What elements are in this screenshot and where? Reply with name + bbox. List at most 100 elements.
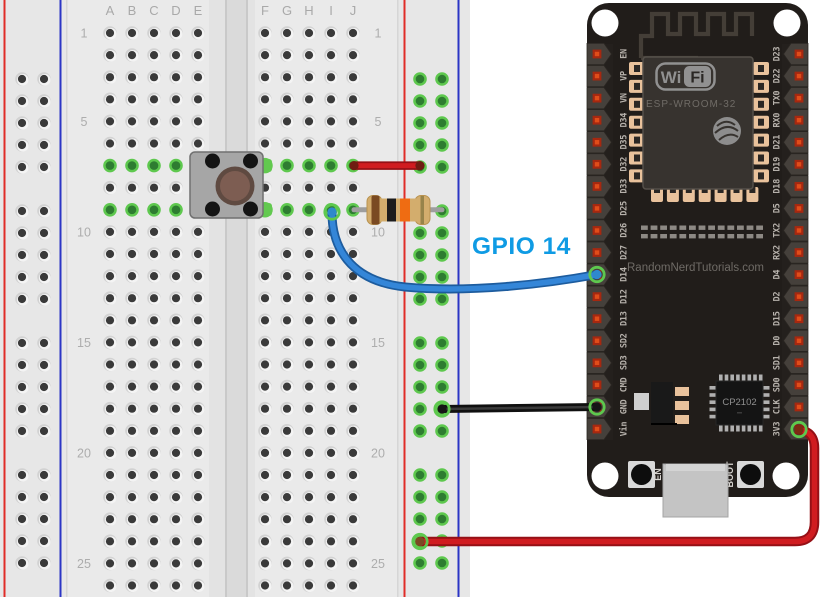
wire-end-cap [437,404,447,414]
breadboard-hole [15,336,29,350]
usb-connector [662,463,729,518]
pin-left-Vin[interactable] [586,418,612,441]
pin-right-D18[interactable] [783,175,809,198]
breadboard-hole [258,136,272,151]
pin-right-TX0[interactable] [783,87,809,110]
breadboard-hole [147,92,161,107]
pin-left-D12[interactable] [586,285,612,308]
pin-left-EN[interactable] [586,43,612,65]
pin-left-D32[interactable] [586,153,612,176]
breadboard-hole [15,138,29,152]
breadboard-hole [147,468,161,482]
connection-ring [588,265,606,284]
breadboard-hole [37,226,51,240]
resistor-band-brown [371,195,380,225]
row-number-right: 25 [371,557,385,571]
breadboard-hole [125,313,139,328]
breadboard-hole [302,401,316,416]
resistor[interactable] [351,195,445,225]
breadboard-hole [302,48,316,62]
column-letter: B [128,3,137,18]
breadboard-hole [103,379,117,394]
breadboard-hole-connected [147,158,161,173]
pin-left-D26[interactable] [586,219,612,242]
breadboard-hole-connected [169,203,183,217]
breadboard-hole-connected [413,248,427,262]
breadboard-hole-connected [413,512,427,526]
breadboard-hole [346,291,360,306]
pin-left-CMD[interactable] [586,373,612,396]
pin-left-SD3[interactable] [586,351,612,374]
breadboard-hole [280,180,294,195]
breadboard-hole [103,225,117,239]
breadboard-hole [37,138,51,152]
breadboard-hole [346,180,360,195]
pin-right-D15[interactable] [783,307,809,330]
pin-right-D5[interactable] [783,197,809,220]
pin-right-RX0[interactable] [783,109,809,132]
button-cap[interactable] [220,171,250,201]
breadboard-hole [258,357,272,372]
breadboard-hole [191,401,205,416]
breadboard-hole [125,401,139,416]
breadboard-hole [169,424,183,438]
breadboard-hole [147,70,161,84]
pin-right-SD1[interactable] [783,351,809,374]
pin-right-D22[interactable] [783,65,809,88]
breadboard-hole [280,578,294,593]
breadboard-hole [258,424,272,438]
breadboard-hole [125,291,139,306]
boot-button-label: BOOT [725,461,735,488]
pin-left-D33[interactable] [586,175,612,198]
breadboard-hole [147,247,161,261]
boot-button[interactable]: BOOT [725,461,764,488]
pin-right-D4[interactable] [783,263,809,286]
en-button[interactable]: EN [628,461,663,488]
pin-label-D33: D33 [620,179,630,194]
pin-right-CLK[interactable] [783,395,809,418]
breadboard-hole [280,225,294,239]
pin-label-D26: D26 [620,223,630,238]
pin-right-SD0[interactable] [783,373,809,396]
breadboard-hole [125,114,139,129]
breadboard-hole [125,48,139,62]
breadboard-hole [302,556,316,571]
pin-right-D2[interactable] [783,285,809,308]
breadboard-hole [324,114,338,129]
pin-label-D18: D18 [773,179,783,194]
pin-label-SD0: SD0 [773,377,783,392]
pin-right-D0[interactable] [783,329,809,352]
breadboard-hole [324,446,338,460]
breadboard-hole [324,490,338,504]
pin-right-D21[interactable] [783,131,809,154]
pin-left-VN[interactable] [586,87,612,110]
pin-left-D27[interactable] [586,241,612,264]
pin-right-D23[interactable] [783,43,809,65]
wire-gpio14[interactable] [327,208,602,294]
breadboard-hole [280,114,294,129]
pin-right-D19[interactable] [783,153,809,176]
pin-right-TX2[interactable] [783,219,809,242]
pushbutton[interactable] [189,151,273,219]
pin-left-SD2[interactable] [586,329,612,352]
pin-left-D34[interactable] [586,109,612,132]
pin-right-RX2[interactable] [783,241,809,264]
breadboard-hole [169,379,183,394]
breadboard-hole [280,512,294,526]
pin-left-D35[interactable] [586,131,612,154]
breadboard-hole [258,225,272,239]
breadboard-hole [15,116,29,130]
wire-gnd[interactable] [438,403,601,413]
column-letter: I [329,3,333,18]
pin-left-D25[interactable] [586,197,612,220]
breadboard-hole [346,136,360,151]
pin-left-VP[interactable] [586,65,612,88]
pin-left-D13[interactable] [586,307,612,330]
breadboard-hole [302,225,316,239]
breadboard-hole-connected [413,270,427,284]
wire-end-cap [415,161,425,171]
breadboard-hole [280,26,294,40]
breadboard-hole [191,291,205,306]
breadboard-hole-connected [125,158,139,173]
breadboard-hole-connected [125,203,139,217]
